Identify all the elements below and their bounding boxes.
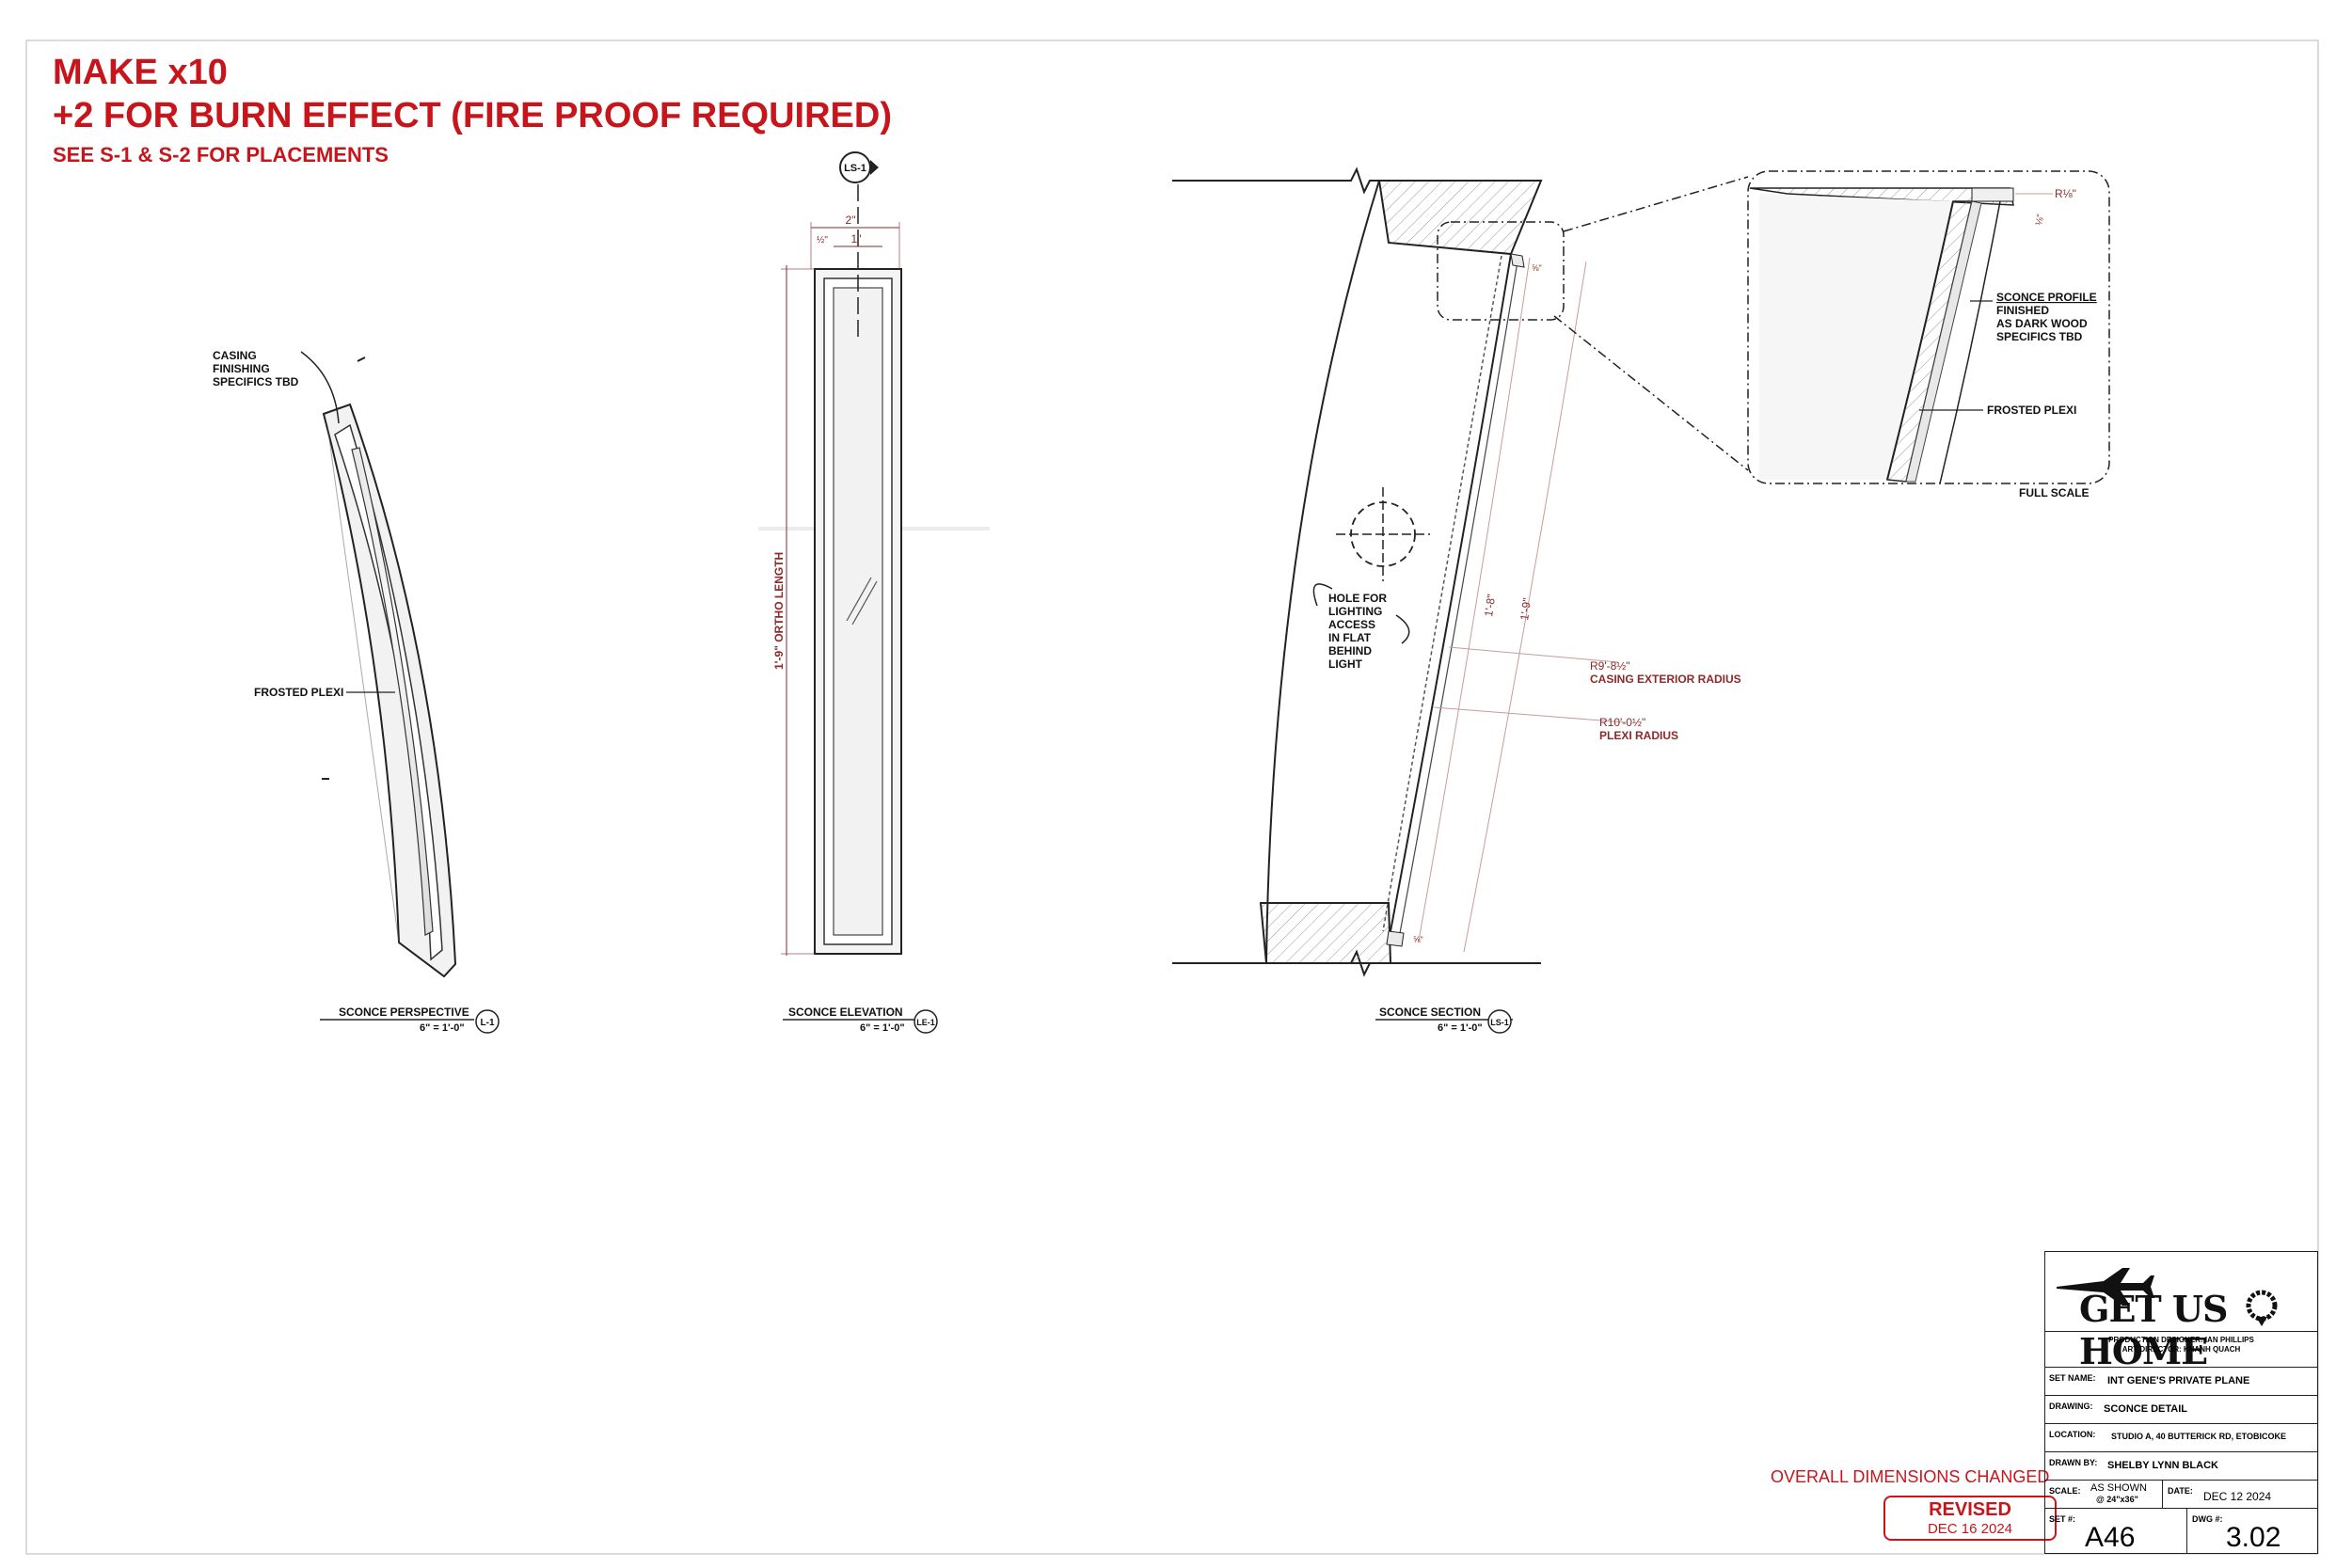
elevation-dim-top: 2" [846,214,856,227]
set-name-key: SET NAME: [2049,1373,2096,1383]
set-dwg-row: SET #: A46 DWG #: 3.02 [2045,1508,2317,1554]
drawing-row: DRAWING: SCONCE DETAIL [2045,1395,2317,1423]
burn-effect-note: +2 FOR BURN EFFECT (FIRE PROOF REQUIRED) [53,96,892,135]
elevation-dim-mid: 1" [851,232,862,245]
perspective-tag: L-1 [481,1018,495,1028]
scale-key: SCALE: [2049,1486,2081,1496]
drawn-by-key: DRAWN BY: [2049,1458,2098,1467]
perspective-scale: 6" = 1'-0" [420,1022,465,1034]
hole-note: HOLE FOR LIGHTING ACCESS IN FLAT BEHIND … [1328,592,1390,671]
elevation-length-label: 1'-9" ORTHO LENGTH [772,552,786,670]
wreath-icon [2246,1290,2278,1326]
elevation-scale: 6" = 1'-0" [860,1022,905,1034]
drawing-number-key: DWG #: [2192,1514,2223,1524]
drawing-key: DRAWING: [2049,1402,2093,1411]
detail-callout-box [1437,221,1565,321]
logo-wordmark: GET US HOME [2079,1288,2229,1372]
section-scale: 6" = 1'-0" [1438,1022,1483,1034]
casing-radius-label: CASING EXTERIOR RADIUS [1590,673,1741,686]
section-bottom-block [1259,902,1392,964]
detail-frame [1747,170,2110,484]
crosshair-icon [1336,487,1430,581]
casing-radius-value: R9'-8½" [1590,659,1630,673]
location-row: LOCATION: STUDIO A, 40 BUTTERICK RD, ETO… [2045,1423,2317,1451]
set-name-row: SET NAME: INT GENE'S PRIVATE PLANE [2045,1367,2317,1395]
flat-curve-left [1265,180,1380,964]
plexi-radius-label: PLEXI RADIUS [1599,729,1678,742]
credits-row: PRODUCTION DESIGNER: IAN PHILLIPS ART DI… [2045,1331,2317,1367]
date-key: DATE: [2168,1486,2193,1496]
location-value: STUDIO A, 40 BUTTERICK RD, ETOBICOKE [2111,1432,2287,1441]
detail-block-face [1759,194,1953,480]
art-director: ART DIRECTOR: KHANH QUACH [2122,1345,2241,1354]
detail-scale: FULL SCALE [2019,486,2089,499]
detail-profile-note: SCONCE PROFILE FINISHED AS DARK WOOD SPE… [1996,291,2100,343]
airplane-icon [2057,1268,2154,1306]
drawn-by-row: DRAWN BY: SHELBY LYNN BLACK [2045,1451,2317,1480]
section-tag-circle [1487,1009,1512,1034]
casing-inner-curve [1382,255,1502,932]
set-name-value: INT GENE'S PRIVATE PLANE [2107,1375,2250,1386]
drawn-by-value: SHELBY LYNN BLACK [2107,1460,2218,1471]
set-number-value: A46 [2085,1522,2136,1553]
production-designer: PRODUCTION DESIGNER: IAN PHILLIPS [2108,1336,2254,1344]
revised-stamp-label: REVISED [1929,1499,2011,1520]
elevation-tag-circle [914,1009,938,1034]
make-quantity-note: MAKE x10 [53,53,228,92]
drawing-value: SCONCE DETAIL [2104,1403,2188,1415]
placement-reference-note: SEE S-1 & S-2 FOR PLACEMENTS [53,143,389,166]
profile-detail-view: R⅛" ⅛" SCONCE PROFILE FINISHED AS DARK W… [1553,170,2110,499]
location-key: LOCATION: [2049,1430,2096,1439]
scale-date-row: SCALE: AS SHOWN @ 24"x36" DATE: DEC 12 2… [2045,1480,2317,1509]
sconce-section-view: 1'-8" 1'-9" ⅝" ⅝" R9'-8½" CASING EXTERIO… [1172,166,1741,1034]
detail-radius: R⅛" [2055,187,2076,200]
perspective-casing-front [334,423,443,961]
plexi-curve [1399,255,1519,934]
elevation-plexi [833,287,883,936]
date-value: DEC 12 2024 [2203,1490,2272,1503]
revised-stamp: REVISED DEC 16 2024 [1883,1496,2057,1541]
set-number-key: SET #: [2049,1514,2076,1524]
scale-value: AS SHOWN [2090,1482,2147,1494]
title-block: GET US HOME PRODUCTION DESIGNER: IAN PHI… [2044,1251,2318,1554]
section-title: SCONCE SECTION [1379,1006,1481,1019]
casing-outer-curve [1390,253,1512,932]
elevation-dim-small: ½" [817,235,828,245]
section-dim-top-small: ⅝" [1532,263,1542,273]
scale-sub-value: @ 24"x36" [2096,1495,2138,1504]
detail-plexi [1905,200,1982,483]
section-dim-outer: 1'-9" [1518,597,1534,622]
plexi-radius-value: R10'-0½" [1599,716,1645,729]
perspective-tag-circle [475,1009,500,1034]
detail-top-block [1749,187,2014,206]
detail-plexi-label: FROSTED PLEXI [1987,404,2076,417]
elevation-section-tag: LS-1 [844,163,866,174]
section-dim-inner: 1'-8" [1482,594,1498,618]
perspective-plexi-label: FROSTED PLEXI [254,686,343,699]
section-tag: LS-1 [1490,1018,1509,1027]
sheet-border [25,40,2319,1555]
section-top-block [1377,180,1543,256]
detail-outer-line [1939,200,2001,484]
sconce-elevation-view: LS-1 2" 1" ½" 1'-9" ORTHO LENGTH SCONCE … [758,151,990,1034]
flat-top-line [1172,166,1379,195]
perspective-title: SCONCE PERSPECTIVE [339,1006,469,1019]
drawing-number-value: 3.02 [2226,1522,2281,1553]
casing-leader [300,351,340,424]
sconce-perspective-view: CASING FINISHING SPECIFICS TBD FROSTED P… [213,349,500,1034]
detail-dim: ⅛" [2034,213,2046,226]
revision-note: OVERALL DIMENSIONS CHANGED [1771,1467,2050,1486]
perspective-casing-note: CASING FINISHING SPECIFICS TBD [213,349,299,388]
revised-stamp-date: DEC 16 2024 [1927,1521,2013,1537]
section-dim-bottom-small: ⅝" [1413,935,1423,944]
perspective-plexi [351,447,434,936]
elevation-tag: LE-1 [916,1018,935,1027]
elevation-title: SCONCE ELEVATION [788,1006,903,1019]
